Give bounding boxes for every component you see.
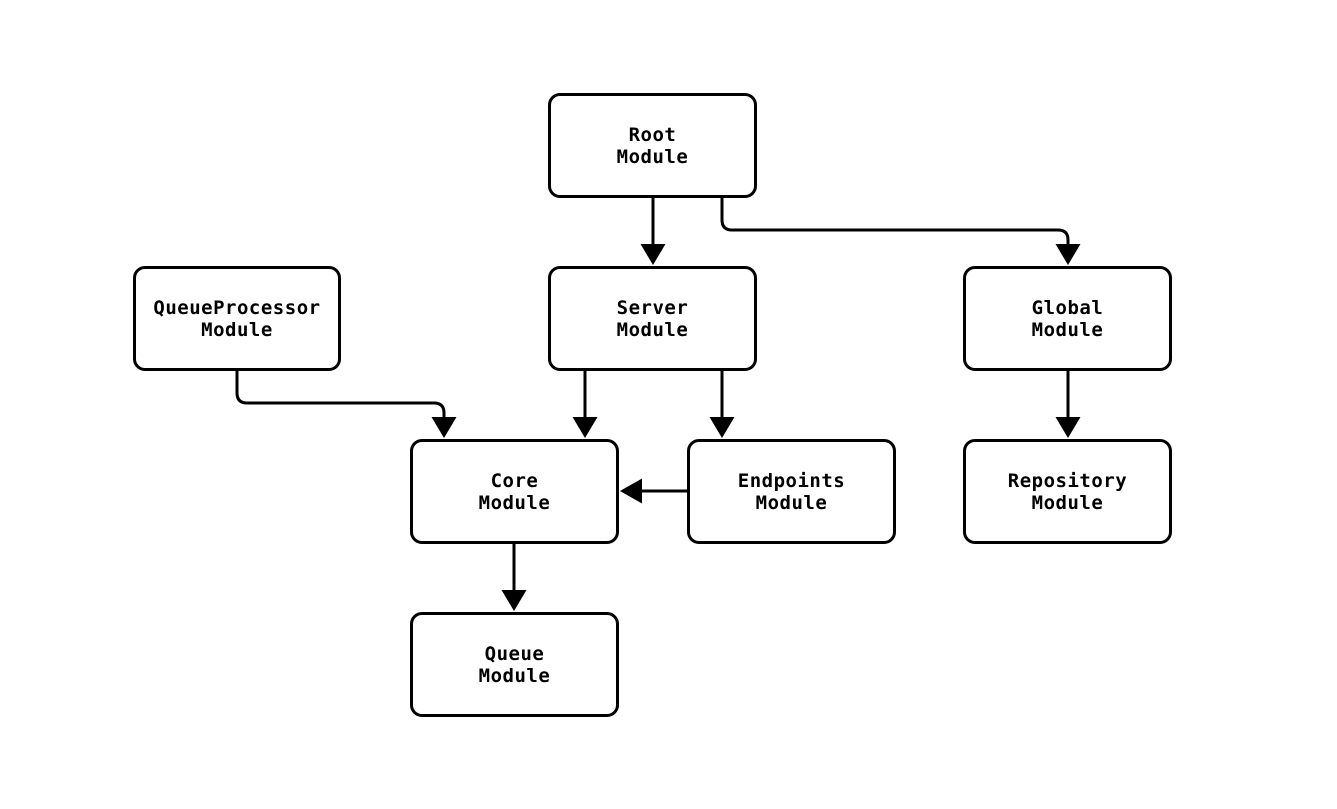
node-endpoints-module: Endpoints Module — [687, 439, 896, 544]
node-server-module-label: Server Module — [616, 296, 689, 341]
node-root-module-label: Root Module — [616, 123, 689, 168]
node-root-module: Root Module — [548, 93, 757, 198]
node-endpoints-module-label: Endpoints Module — [737, 469, 846, 514]
node-global-module-label: Global Module — [1031, 296, 1104, 341]
node-core-module-label: Core Module — [478, 469, 551, 514]
node-repository-module-label: Repository Module — [1007, 469, 1128, 514]
node-queue-module: Queue Module — [410, 612, 619, 717]
edge-server-to-endpoints — [709, 371, 735, 438]
edge-root-to-server — [640, 198, 666, 265]
edge-endpoints-to-core — [620, 478, 687, 504]
node-server-module: Server Module — [548, 266, 757, 371]
node-queueprocessor-module-label: QueueProcessor Module — [153, 296, 321, 341]
edge-queueprocessor-to-core — [235, 371, 457, 438]
edge-server-to-core — [572, 371, 598, 438]
node-core-module: Core Module — [410, 439, 619, 544]
edge-root-to-global — [720, 198, 1081, 265]
edge-core-to-queue — [501, 544, 527, 611]
edge-global-to-repository — [1055, 371, 1081, 438]
node-queueprocessor-module: QueueProcessor Module — [133, 266, 341, 371]
node-repository-module: Repository Module — [963, 439, 1172, 544]
node-queue-module-label: Queue Module — [478, 642, 551, 687]
node-global-module: Global Module — [963, 266, 1172, 371]
